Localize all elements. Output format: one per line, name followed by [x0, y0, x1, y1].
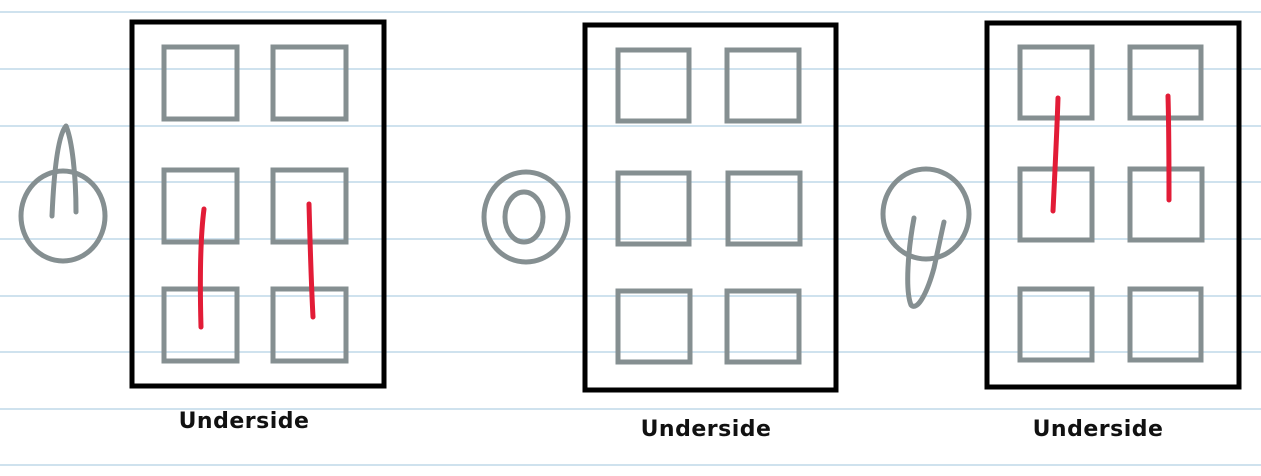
grid-cell [724, 47, 802, 124]
red-mark-line [306, 201, 316, 320]
finger-stroke [49, 123, 79, 219]
red-marks [197, 201, 316, 330]
panel-label: Underside [179, 409, 310, 434]
cell-grid [1017, 44, 1205, 363]
cell-grid [615, 47, 803, 365]
grid-cell [724, 288, 802, 365]
hand-circle-outer [481, 169, 571, 265]
grid-cell [270, 44, 349, 122]
finger-stroke [905, 215, 947, 309]
grid-cell [1017, 286, 1095, 363]
grid-cell [725, 170, 803, 247]
grid-cell [1127, 44, 1204, 121]
cell-grid [161, 44, 349, 364]
red-mark-line [1050, 95, 1061, 214]
hand-circle [880, 166, 972, 262]
red-mark-line [197, 206, 207, 330]
panel-3: Underside [880, 20, 1242, 442]
grid-cell [1127, 286, 1204, 363]
red-mark-line [1165, 93, 1172, 203]
grid-cell [1127, 166, 1205, 243]
grid-cell [615, 288, 693, 365]
hand-circle-inner [502, 189, 546, 245]
panel-1: Underside [18, 19, 387, 434]
underside-frame [129, 19, 387, 389]
grid-cell [615, 170, 692, 247]
fingertip-pointing-up-icon [18, 123, 108, 264]
panel-label: Underside [1033, 417, 1164, 442]
grid-cell [161, 44, 240, 122]
red-marks [1050, 93, 1172, 214]
panel-label: Underside [641, 417, 772, 442]
hand-circle [18, 168, 108, 264]
grid-cell [615, 47, 692, 124]
fingertip-pointing-down-icon [880, 166, 972, 309]
panel-2: Underside [481, 22, 839, 442]
fingertip-top-view-icon [481, 169, 571, 265]
underside-frame [582, 22, 839, 393]
ruled-lines [0, 11, 1261, 466]
grid-cell [270, 286, 349, 364]
underside-frame [984, 20, 1242, 390]
